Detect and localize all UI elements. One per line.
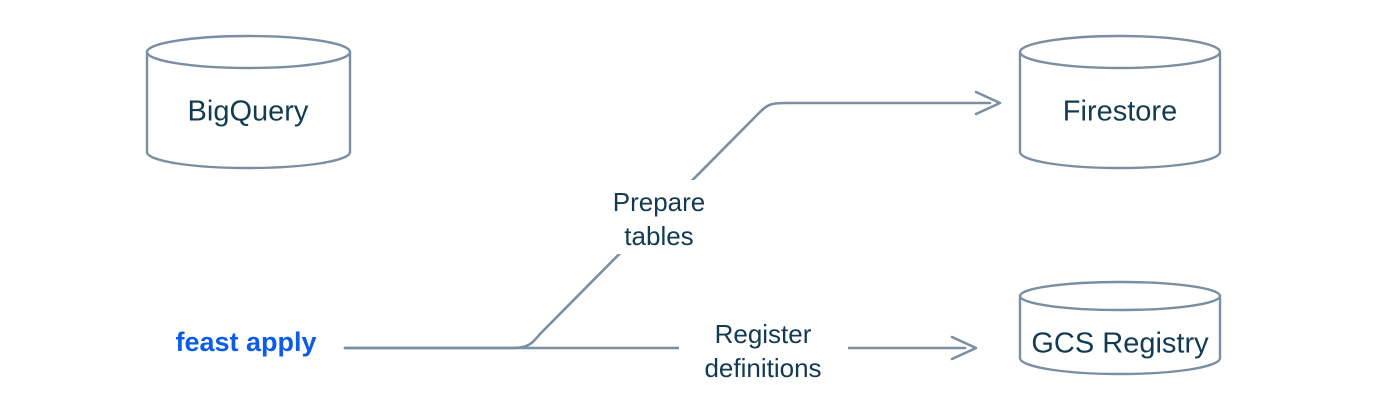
prepare-tables-box [584, 180, 734, 254]
bigquery-label: BigQuery [188, 96, 309, 128]
register-definitions-label-line1: Register [715, 319, 812, 349]
firestore-cylinder-top [1018, 34, 1222, 70]
register-definitions-label-line2: definitions [704, 353, 821, 383]
bigquery-cylinder-top [145, 34, 352, 70]
command-feast-apply[interactable]: feast apply [175, 327, 316, 357]
node-bigquery[interactable]: BigQuery [145, 34, 352, 170]
edge-register-gcs [343, 335, 978, 361]
node-firestore[interactable]: Firestore [1018, 34, 1222, 170]
gcs-registry-cylinder-body [1018, 294, 1222, 376]
register-definitions-box [679, 311, 848, 386]
gcs-registry-label: GCS Registry [1031, 328, 1209, 360]
step-register-definitions[interactable]: Register definitions [679, 311, 848, 386]
arrowhead-firestore [974, 90, 1002, 116]
arrowhead-gcs-registry [950, 335, 978, 361]
prepare-tables-label-line1: Prepare [613, 187, 706, 217]
bigquery-cylinder-body [145, 50, 352, 170]
node-gcs-registry[interactable]: GCS Registry [1018, 280, 1222, 376]
gcs-registry-cylinder-top [1018, 280, 1222, 312]
firestore-label: Firestore [1063, 96, 1177, 128]
feast-apply-label: feast apply [175, 327, 316, 357]
firestore-cylinder-body [1018, 50, 1222, 170]
prepare-tables-label-line2: tables [624, 221, 693, 251]
step-prepare-tables[interactable]: Prepare tables [584, 180, 734, 254]
